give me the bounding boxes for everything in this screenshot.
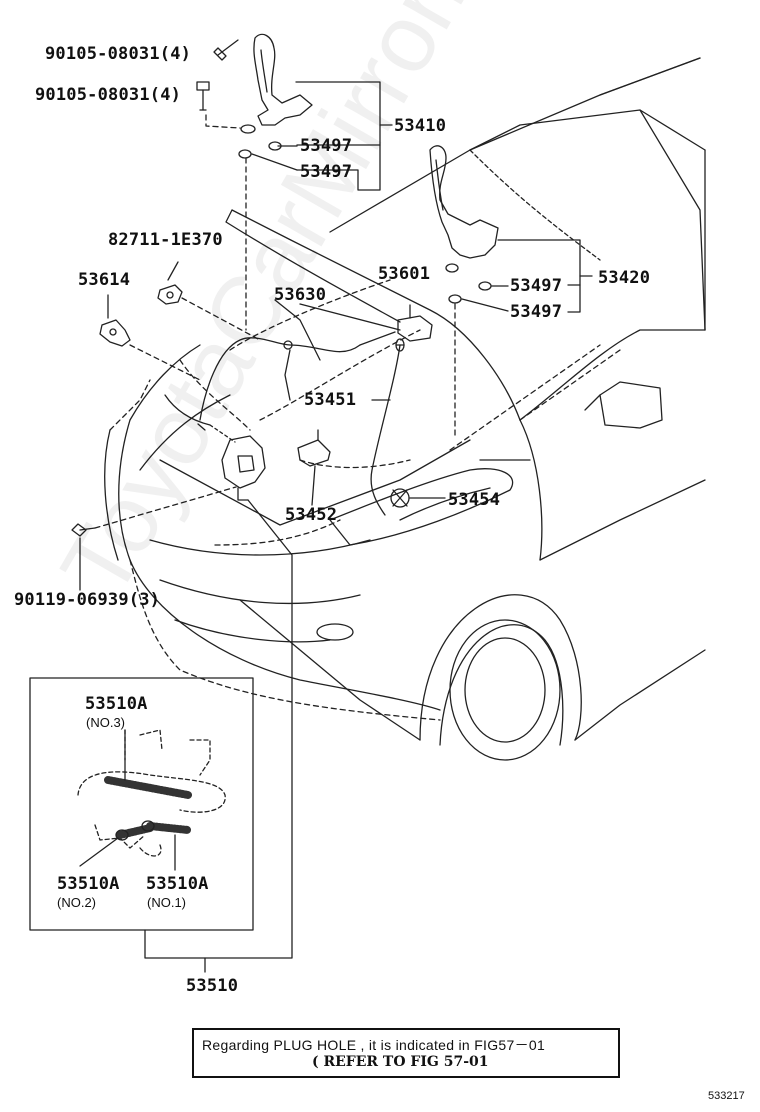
label-washer-53497-2: 53497 <box>300 162 353 182</box>
clip-53614 <box>99 319 131 347</box>
plug-hole-note: Regarding PLUG HOLE , it is indicated in… <box>192 1028 620 1078</box>
label-washer-53497-1: 53497 <box>300 136 353 156</box>
hinge-left-53410 <box>238 33 313 159</box>
label-washer-53497-4: 53497 <box>510 302 563 322</box>
label-cable-no3-sub: (NO.3) <box>86 715 125 730</box>
label-bolt-90119: 90119-06939(3) <box>14 590 161 610</box>
label-53630: 53630 <box>274 285 327 305</box>
clip-82711 <box>157 284 183 305</box>
bolt-90119 <box>71 523 96 537</box>
grommet-53454 <box>390 488 410 508</box>
label-cable-no3: 53510A <box>85 694 148 714</box>
bolt-90105-upper <box>213 39 239 61</box>
label-cable-no2-sub: (NO.2) <box>57 895 96 910</box>
label-bolt-90105-upper: 90105-08031(4) <box>45 44 192 64</box>
label-53454: 53454 <box>448 490 501 510</box>
hood-lock-53510 <box>221 435 266 501</box>
figure-code: 533217 <box>708 1090 745 1102</box>
release-cable-inset <box>77 729 226 857</box>
note-line-1: Regarding PLUG HOLE , it is indicated in… <box>202 1037 546 1053</box>
hood-support-rod-53630 <box>197 331 396 431</box>
label-cable-no2: 53510A <box>57 874 120 894</box>
hinge-right-53420 <box>429 145 499 304</box>
car-body-outline <box>104 57 706 761</box>
label-cable-no1-sub: (NO.1) <box>147 895 186 910</box>
label-53614: 53614 <box>78 270 131 290</box>
label-cable-assy-53510: 53510 <box>186 976 239 996</box>
label-hinge-53410: 53410 <box>394 116 447 136</box>
label-bolt-90105-lower: 90105-08031(4) <box>35 85 182 105</box>
label-clip-82711: 82711-1E370 <box>108 230 223 250</box>
label-hinge-53420: 53420 <box>598 268 651 288</box>
latch-53452 <box>297 429 331 467</box>
inset-box <box>29 677 254 931</box>
label-cable-no1: 53510A <box>146 874 209 894</box>
label-53601: 53601 <box>378 264 431 284</box>
label-53451: 53451 <box>304 390 357 410</box>
stay-53451 <box>370 338 405 516</box>
label-53452: 53452 <box>285 505 338 525</box>
label-washer-53497-3: 53497 <box>510 276 563 296</box>
note-line-2: ( REFER TO FIG 57-01 <box>312 1054 489 1070</box>
hood-switch-53601 <box>397 304 433 342</box>
bolt-90105-lower <box>196 81 210 111</box>
